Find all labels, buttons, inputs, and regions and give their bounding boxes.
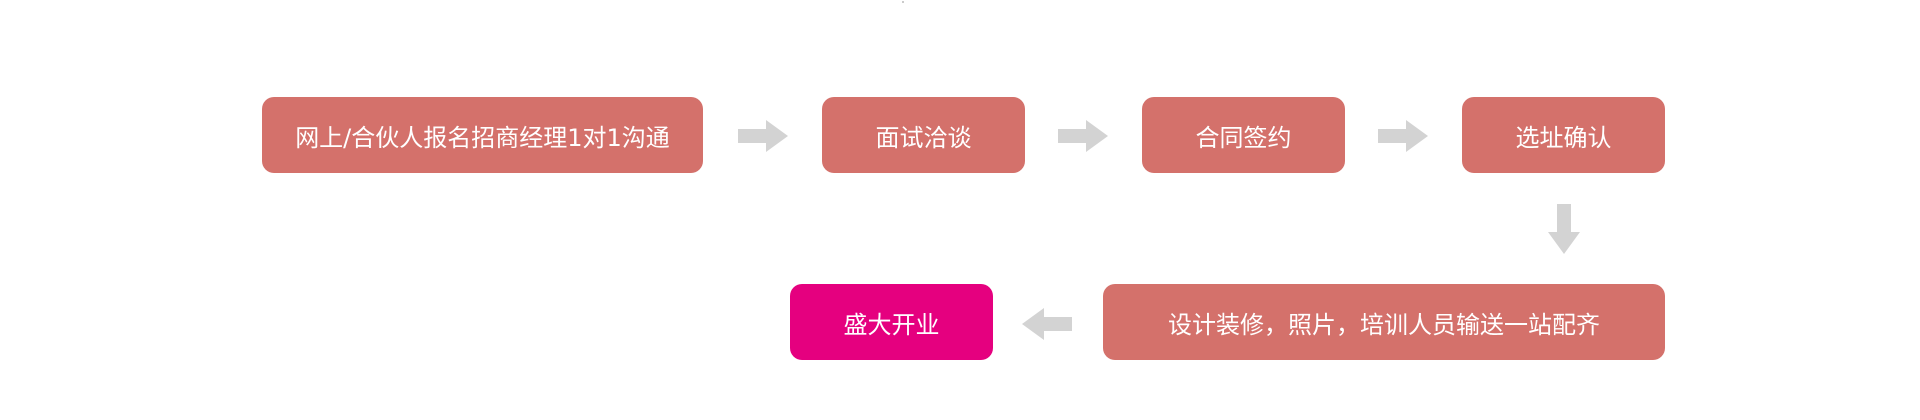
step-design-renovation: 设计装修，照片，培训人员输送一站配齐	[1103, 284, 1665, 360]
step-site-selection: 选址确认	[1462, 97, 1665, 173]
arrow-down-icon	[1548, 204, 1580, 254]
arrow-right-icon	[1058, 120, 1108, 152]
decorative-dot	[902, 1, 904, 3]
arrow-right-icon	[738, 120, 788, 152]
arrow-left-icon	[1022, 308, 1072, 340]
step-interview: 面试洽谈	[822, 97, 1025, 173]
step-online-signup: 网上/合伙人报名招商经理1对1沟通	[262, 97, 703, 173]
step-grand-opening: 盛大开业	[790, 284, 993, 360]
arrow-right-icon	[1378, 120, 1428, 152]
step-contract: 合同签约	[1142, 97, 1345, 173]
